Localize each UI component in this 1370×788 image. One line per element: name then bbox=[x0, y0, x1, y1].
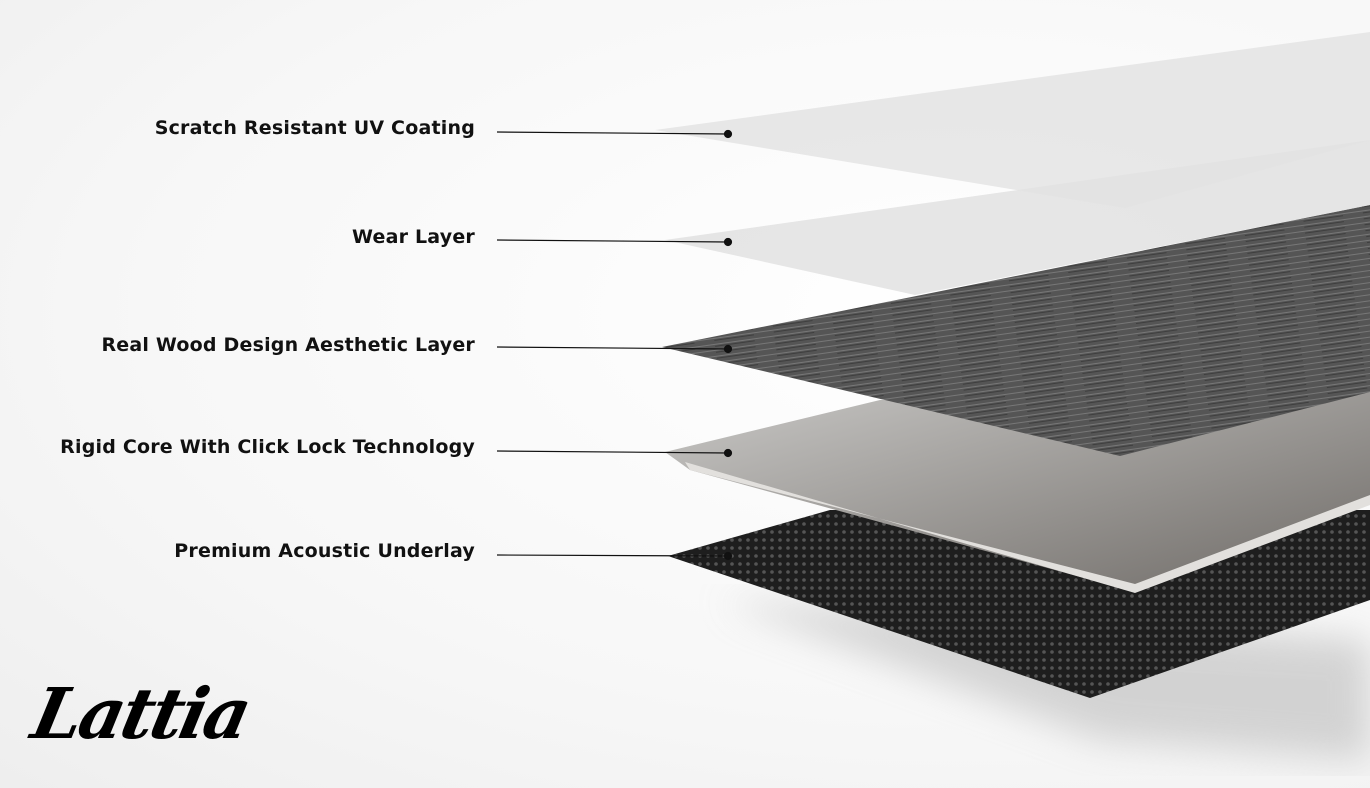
wood-layer bbox=[662, 205, 1370, 456]
label-rigid-core: Rigid Core With Click Lock Technology bbox=[60, 436, 475, 458]
core-layer bbox=[665, 392, 1370, 592]
uv-coating-layer bbox=[655, 32, 1370, 208]
core-edge bbox=[685, 462, 1370, 593]
brand-logo: Lattia bbox=[25, 672, 257, 755]
label-wood-design-layer: Real Wood Design Aesthetic Layer bbox=[101, 334, 475, 356]
leader-lines bbox=[496, 129, 733, 561]
label-wear-layer: Wear Layer bbox=[352, 226, 475, 248]
label-acoustic-underlay: Premium Acoustic Underlay bbox=[174, 540, 475, 562]
label-uv-coating: Scratch Resistant UV Coating bbox=[154, 117, 475, 139]
